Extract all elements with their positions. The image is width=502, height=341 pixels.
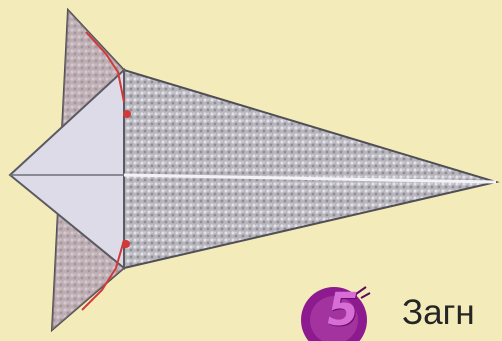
lower-fold-point	[122, 240, 130, 248]
upper-fold-point	[123, 110, 131, 118]
step-number: 5	[322, 287, 364, 332]
step-caption: Загн	[402, 295, 475, 330]
